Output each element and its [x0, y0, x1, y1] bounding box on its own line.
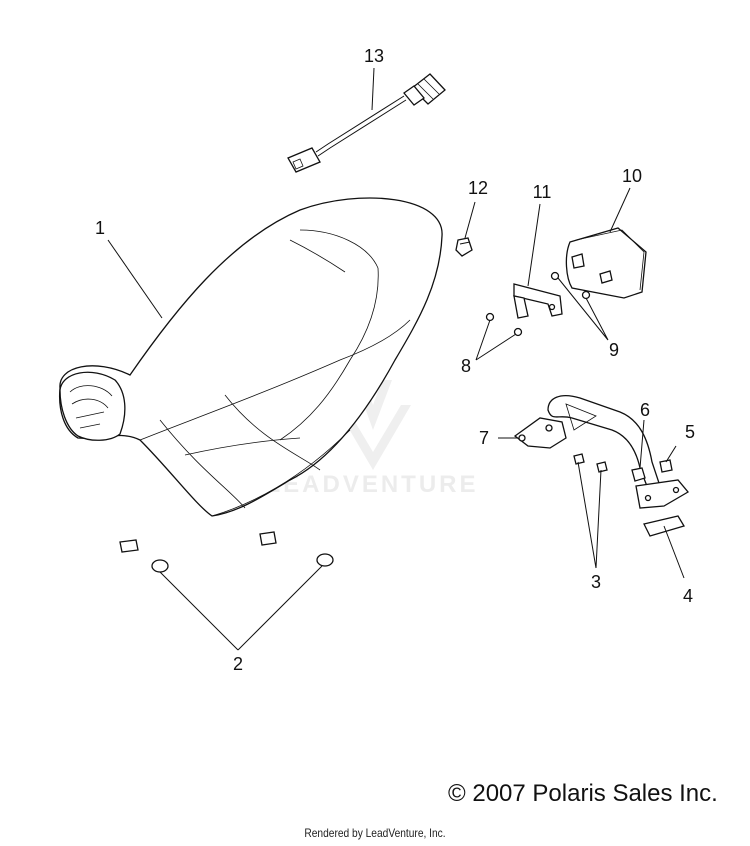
- rendered-by-footer: Rendered by LeadVenture, Inc.: [304, 826, 446, 840]
- part-1-seat: [58, 197, 443, 517]
- callout-8: 8: [461, 356, 471, 376]
- callout-3: 3: [591, 572, 601, 592]
- leader-lines: [107, 67, 685, 651]
- part-10-lamp: [565, 227, 647, 299]
- callout-2: 2: [233, 654, 243, 674]
- watermark-text: LEADVENTURE: [265, 471, 478, 498]
- callout-6: 6: [640, 400, 650, 420]
- part-9-nuts: [550, 271, 591, 300]
- callout-labels: 13 1 2 12 11 10 9 8 7 6 5 3 4: [95, 46, 695, 674]
- callout-9: 9: [609, 340, 619, 360]
- part-12-fastener: [455, 237, 473, 257]
- part-3-bolts: [573, 453, 608, 473]
- callout-7: 7: [479, 428, 489, 448]
- copyright-notice: © 2007 Polaris Sales Inc.: [448, 780, 718, 807]
- part-8-nuts: [485, 312, 523, 337]
- part-6-nut: [631, 467, 646, 482]
- callout-5: 5: [685, 422, 695, 442]
- callout-12: 12: [468, 178, 488, 198]
- part-13-wire-harness: [287, 73, 446, 173]
- part-7-grab-handle: [513, 395, 689, 509]
- callout-4: 4: [683, 586, 693, 606]
- callout-11: 11: [533, 182, 552, 202]
- part-2-grommets: [119, 531, 334, 573]
- callout-1: 1: [95, 218, 105, 238]
- callout-10: 10: [622, 166, 642, 186]
- part-11-bracket: [513, 283, 563, 319]
- callout-13: 13: [364, 46, 384, 66]
